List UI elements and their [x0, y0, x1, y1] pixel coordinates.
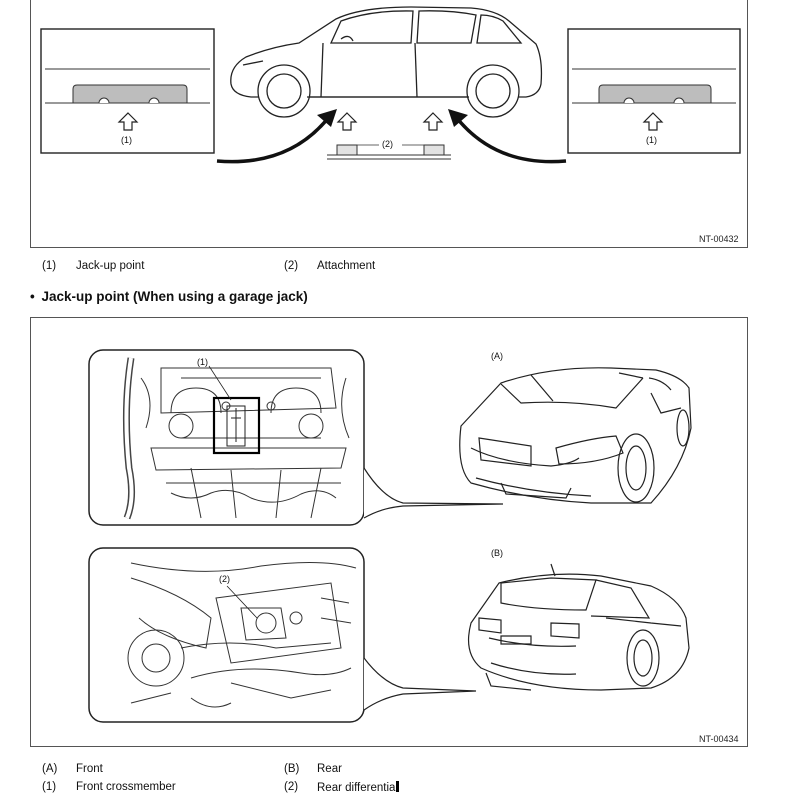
- heading-text: Jack-up point (When using a garage jack): [41, 289, 308, 304]
- curved-pointer-arrows: [216, 109, 567, 164]
- front-callout: (1): [197, 357, 208, 367]
- front-crossmember-detail: [88, 349, 365, 526]
- caption-number: (B): [284, 763, 300, 775]
- right-detail-box: [567, 28, 741, 154]
- front-connector: [363, 467, 504, 519]
- caption-number: (1): [42, 260, 57, 272]
- left-detail-box: [40, 28, 215, 154]
- rear-differential-detail: [88, 547, 365, 723]
- jack-arrow-icon: [422, 112, 444, 131]
- jack-arrow-icon: [642, 112, 664, 131]
- caption-text-with-cursor[interactable]: Rear differentia: [317, 781, 400, 794]
- caption-number: (2): [284, 781, 299, 793]
- bullet: •: [30, 289, 35, 304]
- right-box-callout: (1): [646, 135, 657, 145]
- figure-garage-jack-points: (1) (2) (A) (B) NT-00434: [30, 317, 748, 747]
- car-front-view: [459, 367, 692, 504]
- car-side-view: [230, 6, 543, 118]
- caption-text: Jack-up point: [76, 260, 145, 272]
- caption-text: Rear: [317, 763, 342, 775]
- label-a: (A): [491, 351, 503, 361]
- attachment-callout: (2): [382, 139, 393, 149]
- rear-callout: (2): [219, 574, 230, 584]
- caption-text: Attachment: [317, 260, 376, 272]
- caption-number: (A): [42, 763, 58, 775]
- label-b: (B): [491, 548, 503, 558]
- figure-code: NT-00434: [699, 734, 739, 744]
- caption-text: Rear differentia: [317, 782, 396, 794]
- left-box-callout: (1): [121, 135, 132, 145]
- side-view-illustration: [40, 6, 741, 164]
- center-jack-points: [327, 112, 451, 160]
- figure-code: NT-00432: [699, 234, 739, 244]
- caption-number: (2): [284, 260, 299, 272]
- jack-arrow-icon: [117, 112, 139, 131]
- caption-text: Front: [76, 763, 103, 775]
- car-rear-view: [468, 563, 690, 691]
- figure-side-jack-points: (1) (1) (2) NT-00432: [30, 0, 748, 248]
- section-heading: • Jack-up point (When using a garage jac…: [30, 289, 308, 304]
- garage-jack-illustration: [88, 349, 692, 723]
- caption-text: Front crossmember: [76, 781, 176, 793]
- rear-connector: [363, 657, 477, 711]
- jack-arrow-icon: [336, 112, 358, 131]
- caption-number: (1): [42, 781, 57, 793]
- text-cursor: [396, 781, 400, 792]
